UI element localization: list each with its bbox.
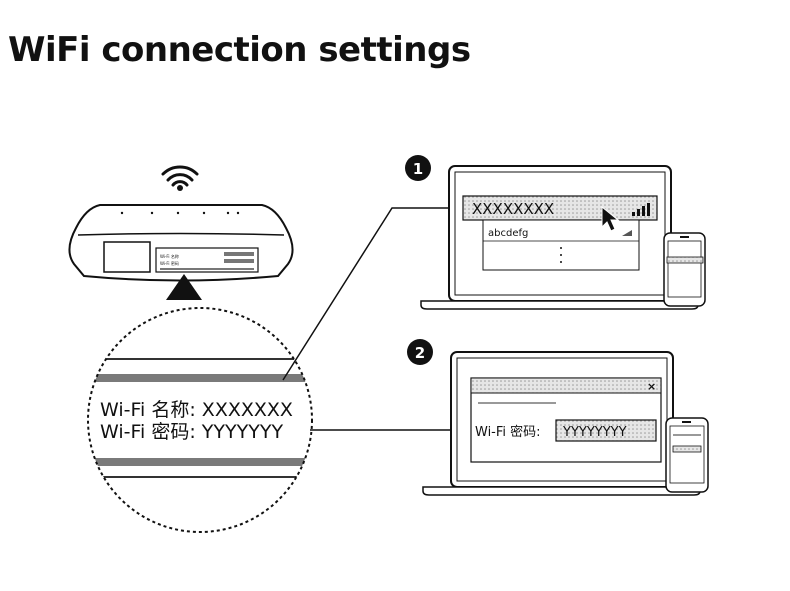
cursor-arrow-icon: [601, 205, 620, 232]
network-list-item: abcdefg: [488, 228, 528, 239]
signal-strength-icon: [632, 203, 650, 216]
router-device: Wi-Fi 名称 Wi-Fi 密码: [68, 204, 294, 300]
phone-step-2: [665, 417, 709, 493]
connector-lines: [282, 207, 470, 431]
selected-ssid: XXXXXXXX: [472, 200, 554, 218]
router-label-sticker: Wi-Fi 名称 Wi-Fi 密码: [155, 247, 259, 273]
laptop-step-1: XXXXXXXX abcdefg: [420, 165, 699, 310]
step-2-number: 2: [415, 344, 425, 362]
phone-step-1: [663, 232, 706, 307]
label-zoom-circle: Wi-Fi 名称: XXXXXXX Wi-Fi 密码: YYYYYYY: [87, 307, 313, 533]
wifi-network-list[interactable]: abcdefg: [482, 219, 640, 271]
page-title: WiFi connection settings: [8, 30, 471, 70]
password-label: Wi-Fi 密码:: [475, 424, 541, 440]
password-value: YYYYYYYY: [562, 425, 627, 440]
step-1-number: 1: [413, 160, 423, 178]
router-label-line-1: Wi-Fi 名称: [160, 253, 179, 259]
step-2-badge: 2: [407, 339, 433, 365]
laptop-step-2: × Wi-Fi 密码: YYYYYYYY: [422, 351, 701, 496]
password-dialog: × Wi-Fi 密码: YYYYYYYY: [470, 377, 662, 463]
close-icon[interactable]: ×: [647, 380, 656, 393]
zoom-wifi-name-line: Wi-Fi 名称: XXXXXXX: [100, 399, 293, 421]
wifi-signal-icon: [161, 165, 199, 191]
zoom-wifi-password-line: Wi-Fi 密码: YYYYYYY: [100, 421, 283, 443]
wifi-network-selected[interactable]: XXXXXXXX: [462, 195, 658, 221]
step-1-badge: 1: [405, 155, 431, 181]
router-label-line-2: Wi-Fi 密码: [160, 260, 179, 266]
password-input[interactable]: YYYYYYYY: [555, 419, 657, 442]
